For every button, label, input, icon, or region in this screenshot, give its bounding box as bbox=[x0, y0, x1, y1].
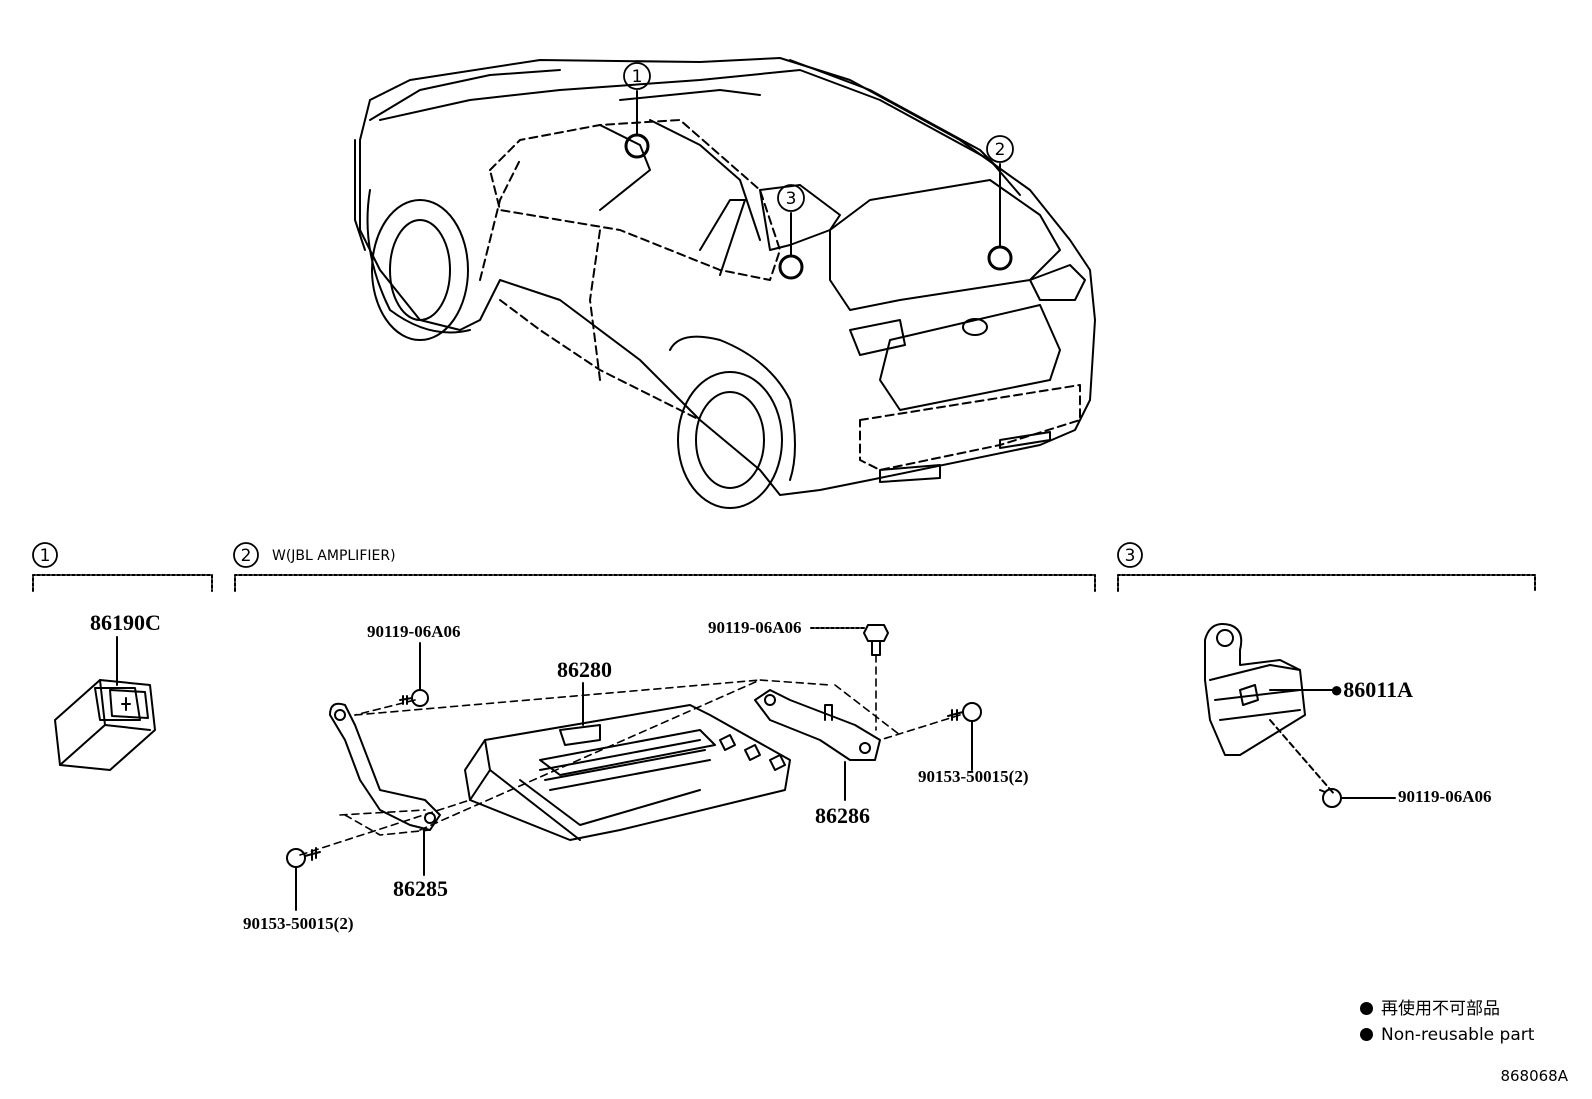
part-bolt-mid: 90119-06A06 bbox=[708, 618, 802, 637]
filled-dot-icon bbox=[1360, 1002, 1373, 1015]
callout-marker-3 bbox=[777, 184, 805, 280]
section-2-label: W(JBL AMPLIFIER) bbox=[272, 548, 396, 564]
legend-row-jp: 再使用不可部品 bbox=[1360, 996, 1534, 1022]
part-bolt-left: 90119-06A06 bbox=[367, 622, 461, 641]
callout-label-3: 3 bbox=[786, 189, 797, 209]
section-3-header bbox=[1117, 542, 1536, 592]
bolt-left-90119 bbox=[399, 642, 429, 707]
sensor-86011A bbox=[1204, 623, 1341, 796]
screw-right-90153 bbox=[947, 702, 982, 771]
callout-marker-1 bbox=[623, 62, 651, 159]
part-screw-left: 90153-50015(2) bbox=[243, 914, 353, 933]
legend-text-en: Non-reusable part bbox=[1381, 1025, 1535, 1045]
part-86190C: 86190C bbox=[90, 610, 161, 635]
legend-row-en: Non-reusable part bbox=[1360, 1022, 1534, 1048]
vehicle-illustration bbox=[354, 57, 1096, 509]
section-3-number: 3 bbox=[1125, 546, 1136, 566]
section-2-header bbox=[233, 542, 1096, 592]
usb-port-illustration bbox=[54, 636, 156, 771]
section-2-number: 2 bbox=[241, 546, 252, 566]
diagram-code: 868068A bbox=[1500, 1067, 1568, 1085]
callout-marker-2 bbox=[986, 135, 1014, 271]
bracket-86286 bbox=[754, 689, 881, 801]
screw-left-90153 bbox=[286, 847, 321, 911]
legend-text-jp: 再使用不可部品 bbox=[1381, 999, 1500, 1019]
legend: 再使用不可部品 Non-reusable part bbox=[1360, 996, 1534, 1048]
bolt-right-90119 bbox=[1319, 788, 1396, 808]
amplifier-86280 bbox=[464, 682, 791, 841]
bolt-mid-90119 bbox=[809, 624, 889, 656]
part-86280: 86280 bbox=[557, 657, 612, 682]
filled-dot-icon bbox=[1360, 1028, 1373, 1041]
callout-label-1: 1 bbox=[632, 67, 643, 87]
part-screw-right: 90153-50015(2) bbox=[918, 767, 1028, 786]
callout-label-2: 2 bbox=[995, 140, 1006, 160]
section-1-number: 1 bbox=[40, 546, 51, 566]
part-86011A: ●86011A bbox=[1330, 677, 1413, 702]
part-86286: 86286 bbox=[815, 803, 870, 828]
assembly-lines bbox=[299, 654, 961, 856]
part-86285: 86285 bbox=[393, 876, 448, 901]
bracket-86285 bbox=[329, 702, 441, 876]
part-bolt-right: 90119-06A06 bbox=[1398, 787, 1492, 806]
section-1-header bbox=[32, 542, 213, 592]
